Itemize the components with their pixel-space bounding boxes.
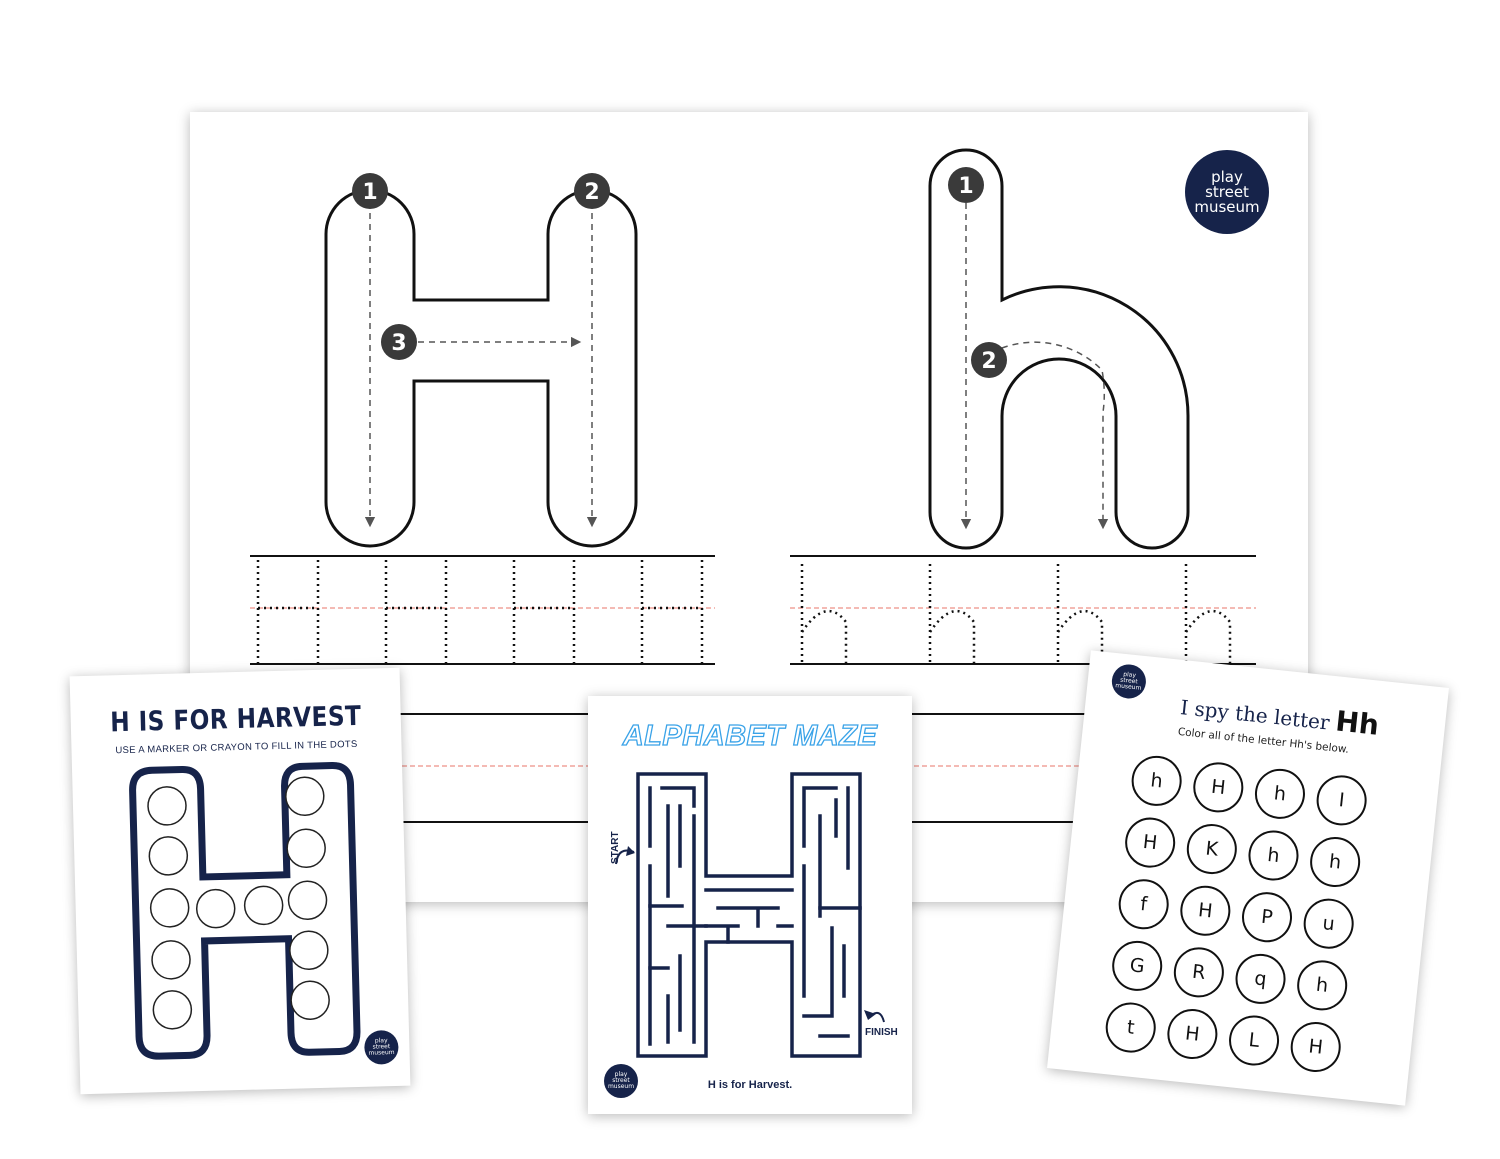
letter-bubble[interactable]: u: [1301, 896, 1357, 952]
letter-bubble[interactable]: f: [1116, 876, 1172, 932]
logo-line-street: street: [1205, 182, 1249, 201]
letter-bubble[interactable]: h: [1252, 766, 1308, 822]
letter-bubble[interactable]: q: [1233, 951, 1289, 1007]
letter-bubble[interactable]: R: [1171, 944, 1227, 1000]
dot-letter-h: [129, 762, 361, 1060]
svg-text:1: 1: [958, 174, 973, 199]
lowercase-h-outline: [928, 148, 1190, 550]
letter-bubble[interactable]: h: [1294, 957, 1350, 1013]
alphabet-maze-worksheet: ALPHABET MAZE START FINISH H is for Harv…: [588, 696, 912, 1114]
letter-bubble[interactable]: L: [1226, 1013, 1282, 1068]
logo-line-museum: museum: [1114, 682, 1142, 692]
logo-line-museum: museum: [607, 1083, 635, 1090]
svg-text:2: 2: [584, 180, 599, 205]
logo-line-play: play: [614, 1071, 628, 1078]
stroke-number-1-lower: 1: [948, 167, 984, 203]
letter-bubble[interactable]: G: [1109, 938, 1165, 994]
stroke-number-2-upper: 2: [574, 173, 610, 209]
letter-bubble[interactable]: h: [1246, 828, 1301, 884]
letter-bubble[interactable]: H: [1122, 815, 1178, 871]
svg-text:1: 1: [362, 180, 377, 205]
letter-bubble[interactable]: K: [1184, 821, 1240, 877]
logo-line-play: play: [1211, 167, 1243, 186]
maze-letter-h: [615, 772, 885, 1058]
stroke-number-2-lower: 2: [971, 342, 1007, 378]
logo-line-museum: museum: [368, 1049, 395, 1057]
maze-title: ALPHABET MAZE: [622, 719, 878, 752]
logo-line-street: street: [612, 1077, 630, 1084]
letter-bubble[interactable]: H: [1164, 1006, 1220, 1062]
uppercase-practice-lines: [250, 555, 715, 665]
letter-bubble[interactable]: H: [1177, 883, 1233, 939]
letter-bubble[interactable]: h: [1307, 834, 1363, 890]
letter-bubble[interactable]: H: [1288, 1019, 1344, 1075]
maze-caption: H is for Harvest.: [707, 1079, 793, 1091]
stroke-number-1-upper: 1: [352, 173, 388, 209]
stroke-number-3-upper: 3: [381, 324, 417, 360]
uppercase-h-outline: [324, 188, 638, 548]
maze-start-label: START: [610, 831, 621, 864]
letter-bubble[interactable]: h: [1129, 753, 1185, 809]
play-street-museum-logo: play street museum: [1110, 662, 1148, 701]
maze-finish-label: FINISH: [865, 1027, 898, 1038]
letter-bubble[interactable]: P: [1239, 889, 1295, 945]
lowercase-practice-lines: [790, 555, 1256, 665]
dot-marker-worksheet: H IS FOR HARVEST USE A MARKER OR CRAYON …: [69, 667, 411, 1095]
letter-bubble[interactable]: H: [1190, 759, 1246, 815]
play-street-museum-logo: play street museum: [604, 1064, 638, 1098]
letter-bubble[interactable]: I: [1314, 772, 1370, 828]
tracing-letters: 1 2 3 1 2: [250, 148, 1256, 823]
letter-bubble[interactable]: t: [1103, 1000, 1159, 1056]
play-street-museum-logo: play street museum: [1185, 150, 1269, 234]
spy-title-letter: Hh: [1333, 704, 1381, 742]
svg-text:3: 3: [391, 331, 406, 356]
svg-text:2: 2: [981, 349, 996, 374]
logo-line-museum: museum: [1194, 197, 1260, 216]
